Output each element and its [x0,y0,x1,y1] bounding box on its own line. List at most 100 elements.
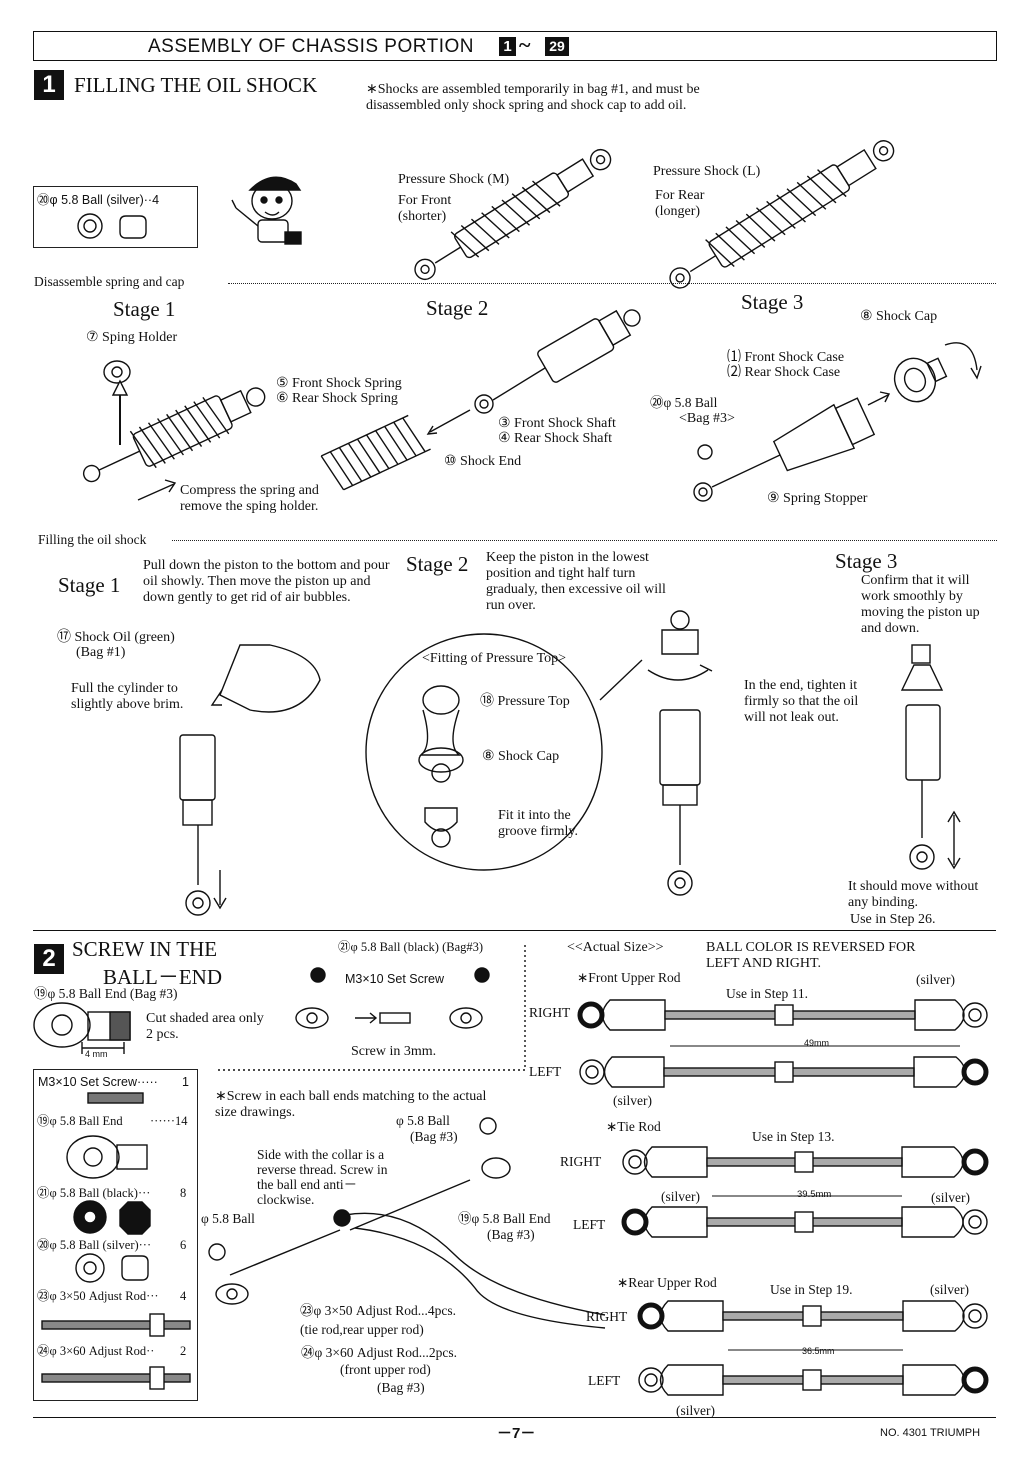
step-range-start: 1 [499,37,516,56]
dis-stage2-title: Stage 2 [426,296,489,320]
part-rod50: ㉓φ 3×50 Adjust Rod··· [37,1289,159,1303]
rod-tie-dim: 39.5mm [797,1189,832,1200]
section2-title-line1: SCREW IN THE [72,937,218,961]
rod-tie-silver-bottom: (silver) [931,1190,970,1205]
part-set-screw: M3×10 Set Screw····· [38,1075,158,1089]
rod-front-upper-use: Use in Step 11. [726,986,808,1001]
page-number: －7－ [497,1425,536,1442]
cut-note: Cut shaded area only 2 pcs. [146,1011,264,1042]
shock-m-name: Pressure Shock (M) [398,172,510,187]
dis-stage3-case-front: ⑴ Front Shock Case [727,350,845,365]
shock-m-desc: For Front (shorter) [398,193,452,224]
fill-stage2-shock-illustration [647,610,713,896]
rod-tie-right: RIGHT [560,1154,602,1169]
collar-note: Side with the collar is a reverse thread… [257,1147,388,1207]
part-ball-end-qty: ······14 [150,1114,188,1128]
part-ball-silver-qty: 6 [180,1238,187,1252]
pressure-shock-l-illustration [669,140,895,289]
fill-stage2-tighten: In the end, tighten it firmly so that th… [744,678,859,725]
rod-rear-upper-silver-bottom: (silver) [676,1403,715,1418]
fill-stage2-pressure-top: ⑱ Pressure Top [480,694,570,709]
part-rod50-qty: 4 [180,1289,187,1303]
fill-stage2-fit: Fit it into the groove firmly. [498,808,578,839]
reversed-note: BALL COLOR IS REVERSED FOR LEFT AND RIGH… [706,940,916,971]
shock-l-desc: For Rear (longer) [655,188,705,219]
section-divider [33,930,996,931]
dis-stage2-spring-rear: ⑥ Rear Shock Spring [276,391,398,406]
dis-stage1-title: Stage 1 [113,297,176,321]
part-ball-black-qty: 8 [180,1186,187,1200]
rear-upper-rod-left [638,1349,989,1396]
dis-stage3-ball: ⑳φ 5.8 Ball [650,395,718,410]
fill-stage1-title: Stage 1 [58,573,121,597]
parts-list-box [33,1069,198,1401]
fill-stage1-illustration [179,644,321,916]
rod-tie-left: LEFT [573,1217,606,1232]
fill-stage3-use: Use in Step 26. [850,912,936,927]
fill-stage2-circle-title: <Fitting of Pressure Top> [422,651,567,666]
tie-rod-left [621,1195,988,1238]
part-rod60: ㉔φ 3×60 Adjust Rod·· [37,1344,155,1358]
rod50-label: ㉓φ 3×50 Adjust Rod...4pcs. [300,1303,457,1318]
step-range-sep: ~ [519,32,531,57]
dis-stage3-title: Stage 3 [741,290,804,314]
fill-stage2-note: Keep the piston in the lowest position a… [486,550,666,613]
rod-rear-upper-use: Use in Step 19. [770,1282,853,1297]
rod-tie-title: ∗Tie Rod [606,1119,661,1134]
filling-label: Filling the oil shock [38,532,147,547]
set-screw-label: M3×10 Set Screw [345,972,445,986]
fill-stage2-shock-cap: ⑧ Shock Cap [482,749,560,764]
rod-front-upper-title: ∗Front Upper Rod [577,970,681,985]
header-frame [33,31,997,61]
fill-stage2-title: Stage 2 [406,552,469,576]
part-ball-silver: ⑳φ 5.8 Ball (silver)··· [37,1238,152,1252]
parts-box-ball-silver [33,186,198,248]
part-set-screw-qty: 1 [182,1075,189,1089]
dis-stage2-spring-front: ⑤ Front Shock Spring [276,376,402,391]
disassemble-label: Disassemble spring and cap [34,274,185,289]
fill-stage1-oil-bag: (Bag #1) [76,645,126,660]
ball-black-label: ㉑φ 5.8 Ball (black) (Bag#3) [338,940,484,954]
ball-callout-bag: (Bag #3) [410,1129,458,1144]
dis-stage2-shaft-front: ③ Front Shock Shaft [498,416,616,431]
dotted-divider [172,540,997,541]
fill-stage3-result: It should move without any binding. [848,879,979,910]
rod-front-upper-dim: 49mm [804,1038,830,1048]
rod60-label: ㉔φ 3×60 Adjust Rod...2pcs. [301,1345,458,1360]
part-ball-black: ㉑φ 5.8 Ball (black)··· [37,1186,151,1200]
pressure-top-detail-circle [365,633,643,871]
step-range-end: 29 [545,37,569,56]
ball-left-label: φ 5.8 Ball [201,1211,255,1226]
ball-callout: φ 5.8 Ball [396,1113,450,1128]
mascot-icon [231,176,302,245]
dis-stage3-stopper: ⑨ Spring Stopper [767,491,868,506]
cut-dimension: 4 mm [85,1049,108,1059]
rod-rear-upper-left: LEFT [588,1373,621,1388]
ball-end-illustration [33,1002,131,1054]
screw-in-note: Screw in 3mm. [351,1044,437,1059]
part-ball-end: ⑲φ 5.8 Ball End [37,1114,123,1128]
pliers-assembly-illustration [208,1117,606,1329]
rod-front-upper-silver-bottom: (silver) [613,1093,652,1108]
dis-stage2-shaft-rear: ④ Rear Shock Shaft [498,431,613,446]
set-screw-diagram [215,945,526,1071]
ball-end-right-label: ⑲φ 5.8 Ball End [458,1211,551,1226]
parts-box-label: ⑳φ 5.8 Ball (silver)··4 [37,193,160,207]
fill-stage3-illustration [900,644,961,870]
pressure-shock-m-illustration [414,148,612,281]
rod60-use: (front upper rod) [340,1362,431,1377]
dis-stage1-holder: ⑦ Sping Holder [86,330,178,345]
rod-rear-upper-title: ∗Rear Upper Rod [617,1275,717,1290]
footer-rule [33,1417,996,1418]
dis-stage2-illustration [320,309,641,491]
product-code: NO. 4301 TRIUMPH [880,1427,981,1439]
tie-rod-right [622,1146,989,1178]
fill-stage1-oil: ⑰ Shock Oil (green) [57,630,175,645]
rod-front-upper-right: RIGHT [529,1005,571,1020]
front-upper-rod-right [577,999,988,1031]
parts-list-icons [41,1092,191,1390]
rod-front-upper-left: LEFT [529,1064,562,1079]
silver-ball-icon [77,213,103,239]
rod-rear-upper-silver-top: (silver) [930,1282,969,1297]
